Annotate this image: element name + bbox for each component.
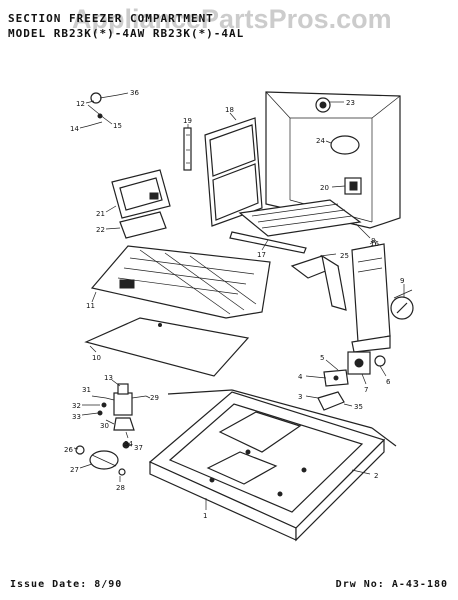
control-housing bbox=[111, 169, 171, 239]
bottom-panel bbox=[84, 317, 250, 377]
watermark: AppliancePartsPros.com bbox=[72, 4, 392, 34]
callout-1: 1 bbox=[203, 512, 207, 520]
callout-11: 11 bbox=[86, 302, 95, 310]
callout-33: 33 bbox=[72, 413, 81, 421]
callout-20: 20 bbox=[320, 184, 329, 192]
callout-37: 37 bbox=[134, 444, 143, 452]
base-pan bbox=[148, 389, 397, 542]
callout-32: 32 bbox=[72, 402, 81, 410]
callout-6: 6 bbox=[386, 378, 391, 386]
callout-19: 19 bbox=[183, 117, 192, 125]
callout-15: 15 bbox=[113, 122, 122, 130]
wire-shelf bbox=[238, 199, 362, 237]
callout-4: 4 bbox=[298, 373, 303, 381]
callout-12: 12 bbox=[76, 100, 85, 108]
callout-34: 34 bbox=[124, 440, 133, 448]
callout-17: 17 bbox=[257, 251, 266, 259]
air-duct bbox=[290, 254, 347, 311]
drain-components bbox=[75, 441, 130, 476]
freezer-door-panel bbox=[204, 117, 263, 227]
callout-25: 25 bbox=[340, 252, 349, 260]
callout-3: 3 bbox=[298, 393, 302, 401]
shelf-rail bbox=[229, 231, 307, 254]
callout-26: 26 bbox=[64, 446, 73, 454]
callout-21: 21 bbox=[96, 210, 105, 218]
light-socket-assembly bbox=[87, 92, 119, 127]
callout-29: 29 bbox=[150, 394, 159, 402]
door-hinge bbox=[183, 127, 192, 171]
evaporator-cover bbox=[351, 243, 391, 353]
leader-lines bbox=[73, 92, 405, 510]
issue-date: Issue Date: 8/90 bbox=[10, 579, 123, 590]
callout-2: 2 bbox=[374, 472, 378, 480]
callout-8: 8 bbox=[371, 237, 375, 245]
section-title: SECTION FREEZER COMPARTMENT bbox=[8, 12, 214, 25]
defrost-components bbox=[317, 351, 386, 411]
callout-10: 10 bbox=[92, 354, 101, 362]
callout-30: 30 bbox=[100, 422, 109, 430]
callout-7: 7 bbox=[364, 386, 368, 394]
callout-9: 9 bbox=[400, 277, 404, 285]
callout-13: 13 bbox=[104, 374, 113, 382]
callout-23: 23 bbox=[346, 99, 355, 107]
callout-22: 22 bbox=[96, 226, 105, 234]
callout-16: 16 bbox=[370, 240, 379, 248]
thermostat-assembly bbox=[97, 383, 147, 431]
callout-28: 28 bbox=[116, 484, 125, 492]
callout-5: 5 bbox=[320, 354, 324, 362]
drawing-number: Drw No: A-43-180 bbox=[335, 579, 448, 590]
callout-31: 31 bbox=[82, 386, 91, 394]
freezer-tray bbox=[90, 245, 271, 319]
screw-detail bbox=[390, 289, 414, 320]
callout-24: 24 bbox=[316, 137, 325, 145]
callout-14: 14 bbox=[70, 125, 79, 133]
model-line: MODEL RB23K(*)-4AW RB23K(*)-4AL bbox=[8, 27, 245, 40]
callout-18: 18 bbox=[225, 106, 234, 114]
callout-36: 36 bbox=[130, 89, 139, 97]
callout-27: 27 bbox=[70, 466, 79, 474]
callout-35: 35 bbox=[354, 403, 363, 411]
callout-labels: 36 12 15 14 19 18 23 24 20 21 22 16 17 8… bbox=[64, 89, 404, 520]
